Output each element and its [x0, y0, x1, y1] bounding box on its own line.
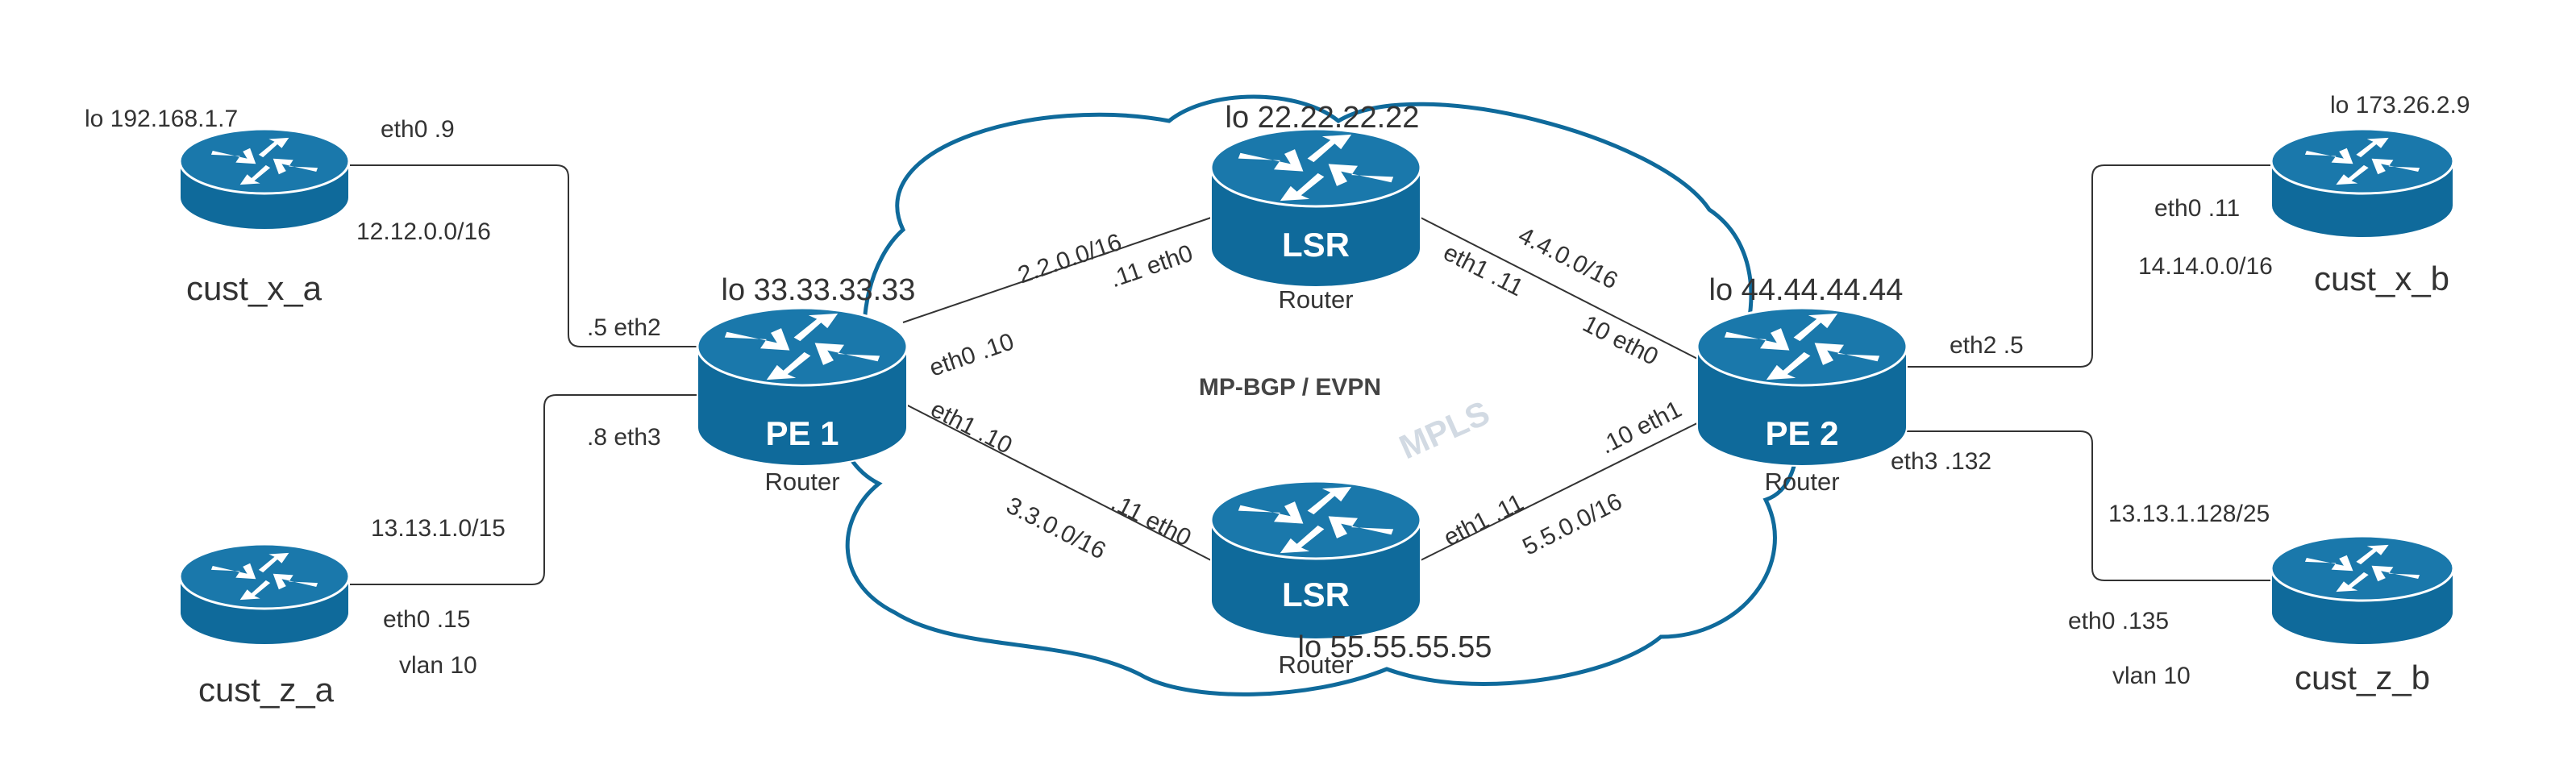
link-pe1-lsr-top: [902, 217, 1212, 323]
link-label-cxb-if-b: eth0 .11: [2154, 195, 2240, 222]
link-cust-x-a-pe1: [347, 164, 700, 347]
router-label-pe2: PE 2: [1765, 414, 1838, 452]
link-label-pe1-lsrb-net: 3.3.0.0/16: [1002, 492, 1110, 564]
mp-bgp-evpn-label: MP-BGP / EVPN: [1199, 374, 1381, 401]
link-label-pe1-lsrb-if-b: .11 eth0: [1107, 489, 1196, 552]
router-pe2: [1696, 306, 1908, 467]
link-label-cxb-net: 14.14.0.0/16: [2138, 253, 2273, 280]
link-lsr-bottom-pe2: [1420, 418, 1706, 561]
link-label-cxa-if-b: .5 eth2: [587, 314, 661, 341]
mpls-watermark: MPLS: [1394, 393, 1496, 466]
link-label-cza-vlan: vlan 10: [399, 652, 477, 679]
link-label-czb-if-b: eth0 .135: [2068, 608, 2169, 634]
link-pe2-cust-z-b: [1903, 430, 2274, 581]
router-lo-cust-x-b: lo 173.26.2.9: [2330, 92, 2470, 118]
link-pe2-cust-x-b: [1903, 164, 2274, 368]
link-label-cxa-if-a: eth0 .9: [381, 116, 455, 143]
router-cust-x-b: [2270, 127, 2455, 239]
link-label-cza-if-b: .8 eth3: [587, 424, 661, 451]
link-label-cza-if-a: eth0 .15: [383, 606, 470, 633]
router-lo-lsr-top: lo 22.22.22.22: [1226, 101, 1420, 135]
router-name-cust-z-a: cust_z_a: [198, 671, 335, 709]
router-label-lsr-top: LSR: [1282, 226, 1350, 264]
router-lo-cust-x-a: lo 192.168.1.7: [85, 106, 238, 132]
link-label-pe1-lsrt-net: 2.2.0.0/16: [1014, 229, 1125, 289]
mpls-cloud: [836, 94, 1800, 696]
router-sub-pe1: Router: [764, 468, 839, 496]
router-sub-lsr-bottom: Router: [1278, 651, 1353, 679]
link-label-cza-net: 13.13.1.0/15: [371, 515, 506, 542]
router-lo-pe1: lo 33.33.33.33: [722, 273, 916, 307]
router-name-cust-z-b: cust_z_b: [2295, 659, 2430, 696]
router-lo-lsr-bottom: lo 55.55.55.55: [1298, 630, 1492, 664]
link-label-lsrb-pe2-net: 5.5.0.0/16: [1518, 488, 1626, 560]
router-lsr-top: [1209, 127, 1422, 288]
link-label-czb-net: 13.13.1.128/25: [2108, 501, 2270, 527]
link-label-pe1-lsrb-if-a: eth1 .10: [926, 396, 1017, 459]
router-label-lsr-bottom: LSR: [1282, 576, 1350, 613]
link-label-lsrb-pe2-if-a: eth1 .11: [1439, 489, 1528, 552]
router-lsr-bottom: [1209, 480, 1422, 640]
link-label-cxb-if-a: eth2 .5: [1950, 332, 2024, 359]
link-label-lsrb-pe2-if-b: .10 eth1: [1596, 396, 1686, 459]
router-cust-z-b: [2270, 534, 2455, 646]
router-label-pe1: PE 1: [765, 414, 839, 452]
router-sub-pe2: Router: [1764, 468, 1839, 496]
link-label-lsrt-pe2-net: 4.4.0.0/16: [1514, 222, 1622, 294]
link-lsr-top-pe2: [1420, 217, 1706, 364]
link-label-lsrt-pe2-if-a: eth1 .11: [1439, 239, 1528, 302]
router-name-cust-x-b: cust_x_b: [2314, 260, 2449, 297]
link-label-pe1-lsrt-if-a: eth0 .10: [926, 328, 1017, 382]
router-pe1: [696, 306, 909, 467]
router-name-cust-x-a: cust_x_a: [186, 269, 323, 307]
link-label-czb-if-a: eth3 .132: [1891, 448, 1991, 475]
link-label-czb-vlan: vlan 10: [2112, 663, 2191, 689]
link-label-cxa-net: 12.12.0.0/16: [356, 218, 491, 245]
router-lo-pe2: lo 44.44.44.44: [1709, 273, 1904, 307]
router-cust-z-a: [178, 543, 351, 646]
link-pe1-lsr-bottom: [902, 402, 1212, 561]
router-cust-x-a: [178, 127, 351, 231]
link-cust-z-a-pe1: [347, 394, 700, 585]
router-sub-lsr-top: Router: [1278, 285, 1353, 314]
